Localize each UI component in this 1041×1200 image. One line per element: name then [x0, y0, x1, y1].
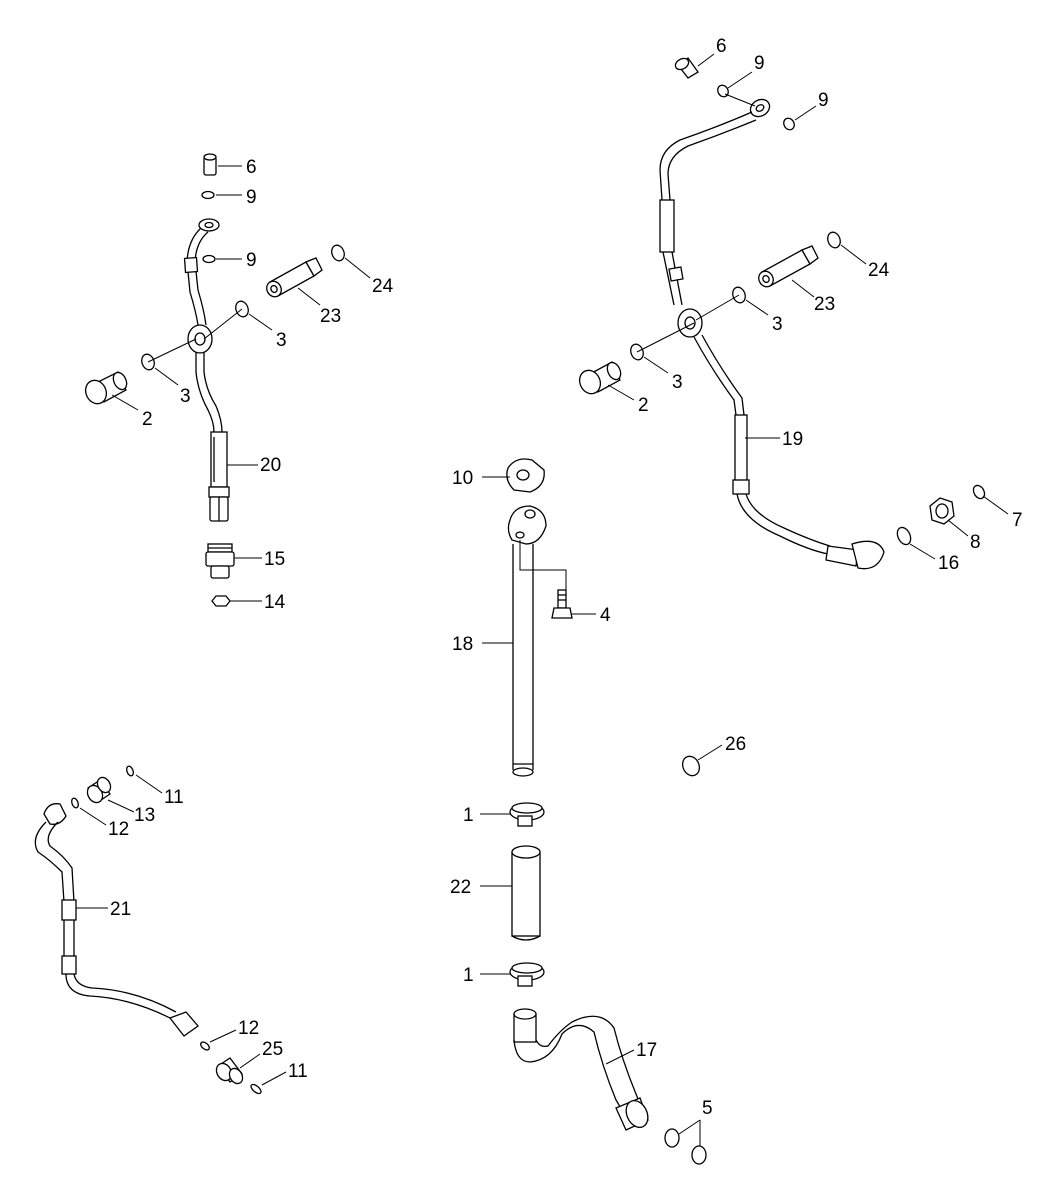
callout-6-left: 6 — [246, 157, 257, 178]
washer-part-3-lower — [630, 343, 644, 361]
callout-1-bottom: 1 — [463, 965, 474, 986]
callout-26: 26 — [725, 734, 746, 755]
callout-9-left-top: 9 — [246, 187, 257, 208]
callout-20: 20 — [260, 455, 281, 476]
plug-part-2-left — [84, 371, 128, 405]
callout-9-left-bottom: 9 — [246, 250, 257, 271]
washer-part-9-b — [783, 117, 795, 131]
center-assembly — [506, 458, 707, 1165]
callout-6-right: 6 — [716, 36, 727, 57]
callout-22: 22 — [450, 877, 471, 898]
oring-part-24-left — [331, 244, 345, 262]
callout-8: 8 — [970, 532, 981, 553]
washer-part-3-right — [235, 300, 249, 318]
oring-part-12-top — [71, 797, 79, 809]
washer-part-9-top — [201, 190, 215, 200]
oring-part-24-right — [827, 231, 841, 249]
hose-clamp-part-1-top — [509, 802, 545, 827]
callout-12-bottom: 12 — [238, 1018, 259, 1039]
oil-return-pipe-part-18 — [507, 505, 547, 777]
callout-4: 4 — [600, 605, 611, 626]
callout-11-top: 11 — [164, 787, 184, 808]
washer-part-16 — [896, 526, 912, 546]
callout-15: 15 — [264, 549, 285, 570]
nut-part-8 — [929, 497, 955, 525]
oring-part-11-bottom — [250, 1083, 262, 1095]
left-lower-assembly — [34, 765, 262, 1095]
callout-2-right: 2 — [638, 395, 649, 416]
oring-part-11-top — [126, 765, 134, 777]
callout-18: 18 — [452, 634, 473, 655]
callout-16: 16 — [938, 553, 959, 574]
callout-13: 13 — [134, 805, 155, 826]
adapter-part-15 — [205, 543, 235, 579]
drain-pipe-part-17 — [513, 1008, 649, 1131]
union-part-25 — [215, 1057, 244, 1085]
bolt-part-4 — [551, 589, 573, 619]
washer-part-14 — [211, 595, 231, 607]
oring-part-7 — [972, 484, 986, 500]
washer-part-3-upper — [732, 286, 746, 304]
oring-part-12-bottom — [200, 1041, 210, 1051]
oring-part-26 — [681, 755, 701, 777]
left-upper-assembly — [84, 153, 345, 607]
gasket-part-10 — [506, 458, 545, 493]
callout-3-left-left: 3 — [180, 386, 191, 407]
rubber-hose-part-22 — [511, 845, 541, 941]
callout-3-right-upper: 3 — [772, 314, 783, 335]
valve-part-23-left — [266, 257, 323, 298]
callout-5: 5 — [702, 1098, 713, 1119]
washer-part-3-left — [141, 353, 155, 371]
leader-lines — [76, 53, 1009, 1146]
oring-part-5-b — [691, 1145, 707, 1165]
callout-9-right-b: 9 — [818, 90, 829, 111]
valve-part-23-right — [758, 245, 819, 288]
callout-21: 21 — [110, 899, 131, 920]
callout-7: 7 — [1012, 510, 1023, 531]
washer-part-9-a — [717, 84, 729, 98]
callout-19: 19 — [782, 429, 803, 450]
callout-3-right-lower: 3 — [672, 372, 683, 393]
washer-part-9-bottom — [202, 254, 216, 264]
banjo-bolt-part-6-right — [674, 57, 699, 79]
callout-numbers: 6 9 9 24 23 3 3 2 20 15 14 6 9 9 24 23 3… — [108, 36, 1023, 1119]
callout-3-left-right: 3 — [276, 330, 287, 351]
oil-pipe-part-19 — [659, 98, 885, 570]
callout-12-top: 12 — [108, 819, 129, 840]
right-upper-assembly — [578, 57, 986, 570]
callout-24-left: 24 — [372, 276, 394, 297]
callout-17: 17 — [636, 1040, 657, 1061]
callout-24-right: 24 — [868, 260, 890, 281]
hose-clamp-part-1-bottom — [509, 962, 545, 987]
callout-9-right-a: 9 — [754, 53, 765, 74]
callout-2-left: 2 — [142, 409, 153, 430]
callout-23-left: 23 — [320, 306, 341, 327]
callout-10: 10 — [452, 468, 473, 489]
callout-25: 25 — [262, 1039, 283, 1060]
callout-14: 14 — [264, 592, 286, 613]
union-part-13 — [86, 776, 112, 804]
oil-pipe-part-21 — [34, 803, 199, 1037]
callout-23-right: 23 — [814, 294, 835, 315]
oil-pipe-part-20 — [183, 218, 230, 522]
callout-11-bottom: 11 — [288, 1061, 308, 1082]
callout-1-top: 1 — [463, 805, 474, 826]
oring-part-5-a — [664, 1128, 680, 1148]
banjo-bolt-part-6 — [203, 153, 217, 176]
plug-part-2-right — [578, 361, 622, 395]
